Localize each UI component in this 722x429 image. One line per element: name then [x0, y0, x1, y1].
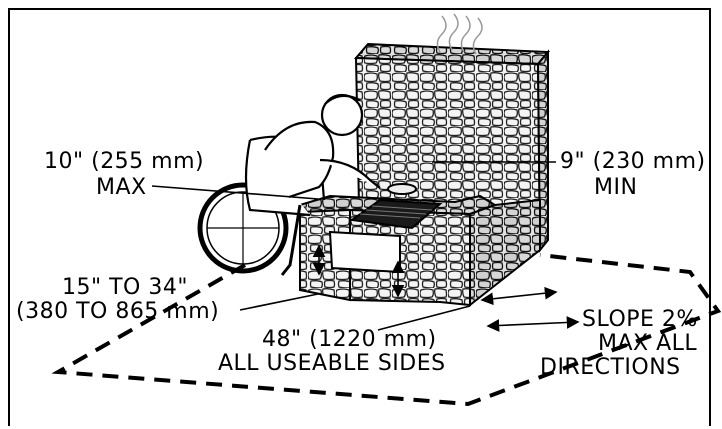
slope-line-2: MAX ALL: [598, 331, 697, 356]
top-clearance-leader: [151, 185, 319, 200]
slope-line-1: SLOPE 2%: [582, 307, 698, 332]
knee-depth-qualifier: MIN: [594, 175, 637, 200]
slope-line-3: DIRECTIONS: [540, 355, 681, 380]
slope-arrow-1: [480, 286, 558, 306]
dimension-annotations: [151, 161, 580, 332]
top-clearance-value: 10" (255 mm): [44, 149, 204, 174]
knee-depth-value: 9" (230 mm): [560, 149, 706, 174]
clear-space-qualifier: ALL USEABLE SIDES: [218, 351, 446, 376]
clear-space-leader: [377, 305, 471, 331]
smoke-icon: [436, 13, 483, 55]
top-clearance-qualifier: MAX: [96, 175, 147, 200]
wheelchair-user-icon: [197, 93, 381, 276]
height-leader: [239, 293, 319, 311]
slope-arrow-2: [486, 316, 580, 332]
grill-grate: [349, 183, 443, 230]
height-range-metric: (380 TO 865 mm): [16, 299, 219, 324]
height-range-imperial: 15" TO 34": [62, 275, 188, 300]
clear-space-value: 48" (1220 mm): [262, 327, 437, 352]
clear-floor-space-outline: [51, 253, 722, 407]
